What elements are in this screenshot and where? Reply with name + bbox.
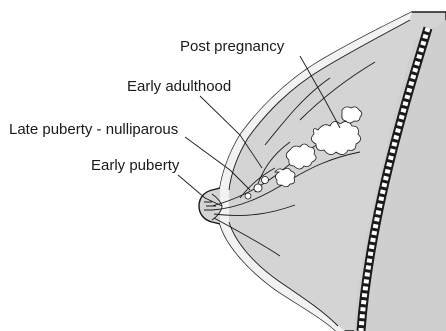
label-early-puberty: Early puberty <box>91 158 179 173</box>
label-late-puberty: Late puberty - nulliparous <box>9 122 178 137</box>
label-post-pregnancy: Post pregnancy <box>180 39 284 54</box>
label-early-adulthood: Early adulthood <box>127 79 231 94</box>
